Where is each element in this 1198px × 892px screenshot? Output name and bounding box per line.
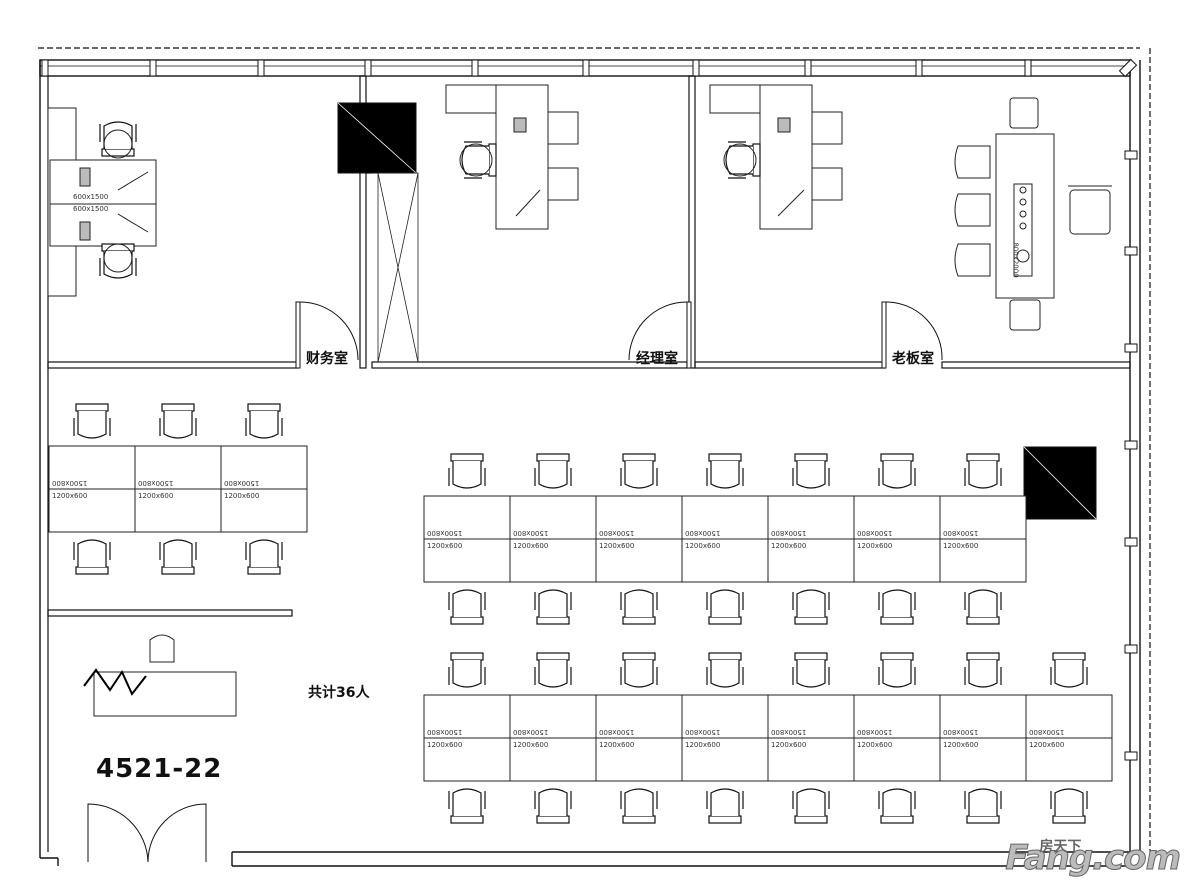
dim-label: 1500x800 xyxy=(1029,728,1065,736)
dim-label: 1200x600 xyxy=(943,741,979,749)
dim-label: 1200x600 xyxy=(771,741,807,749)
boss-room-furniture xyxy=(954,97,1112,331)
dim-label: 1200x600 xyxy=(427,741,463,749)
dim-label: 1500x800 xyxy=(427,529,463,537)
window-posts xyxy=(41,58,1138,78)
office-room-furniture xyxy=(709,84,843,230)
dim-label: 1200x600 xyxy=(599,542,635,550)
dim-label: 600x1500 xyxy=(73,205,109,213)
dim-label: 1500x800 xyxy=(513,728,549,736)
watermark-main: Fang.com xyxy=(1005,838,1182,879)
dim-label: 1500x800 xyxy=(427,728,463,736)
dim-label: 800x2000 xyxy=(1011,242,1020,278)
dim-label: 1500x800 xyxy=(771,529,807,537)
watermark: 房天下 Fang.com xyxy=(1005,838,1182,879)
headcount-label: 共计36人 xyxy=(308,685,370,701)
doors xyxy=(87,301,943,863)
room-label-finance: 财务室 xyxy=(306,351,348,367)
dim-label: 1200x600 xyxy=(857,542,893,550)
right-wall-posts xyxy=(1124,150,1138,761)
dim-label: 1200x600 xyxy=(1029,741,1065,749)
dim-label: 1500x800 xyxy=(224,479,260,487)
dim-label: 1500x800 xyxy=(857,728,893,736)
dim-label: 1200x600 xyxy=(138,492,174,500)
dim-label: 1200x600 xyxy=(427,542,463,550)
dim-label: 1500x800 xyxy=(857,529,893,537)
dim-label: 600x1500 xyxy=(73,193,109,201)
dim-label: 1500x800 xyxy=(685,529,721,537)
room-label-manager: 经理室 xyxy=(636,351,678,367)
dim-label: 1200x600 xyxy=(685,741,721,749)
dim-label: 1500x800 xyxy=(599,529,635,537)
dim-label: 1200x600 xyxy=(857,741,893,749)
dim-label: 1200x600 xyxy=(943,542,979,550)
dim-label: 1500x800 xyxy=(599,728,635,736)
watermark-top: 房天下 xyxy=(1039,839,1082,855)
dim-label: 1500x800 xyxy=(771,728,807,736)
dim-label: 1200x600 xyxy=(513,741,549,749)
dim-label: 1500x800 xyxy=(943,529,979,537)
dim-label: 1200x600 xyxy=(685,542,721,550)
unit-number: 4521-22 xyxy=(96,754,223,784)
dim-label: 1200x600 xyxy=(52,492,88,500)
reception xyxy=(83,634,237,717)
finance-room-furniture xyxy=(47,107,157,297)
structural-columns xyxy=(337,102,1097,520)
dim-label: 1500x800 xyxy=(513,529,549,537)
dim-label: 1200x600 xyxy=(224,492,260,500)
dim-label: 1200x600 xyxy=(771,542,807,550)
manager-room-furniture xyxy=(445,84,579,230)
room-label-boss: 老板室 xyxy=(892,351,934,367)
dim-label: 1200x600 xyxy=(599,741,635,749)
shaft xyxy=(377,172,419,363)
dim-label: 1500x800 xyxy=(138,479,174,487)
dim-label: 1500x800 xyxy=(685,728,721,736)
dim-label: 1200x600 xyxy=(513,542,549,550)
dim-label: 1500x800 xyxy=(943,728,979,736)
dim-label: 1500x800 xyxy=(52,479,88,487)
